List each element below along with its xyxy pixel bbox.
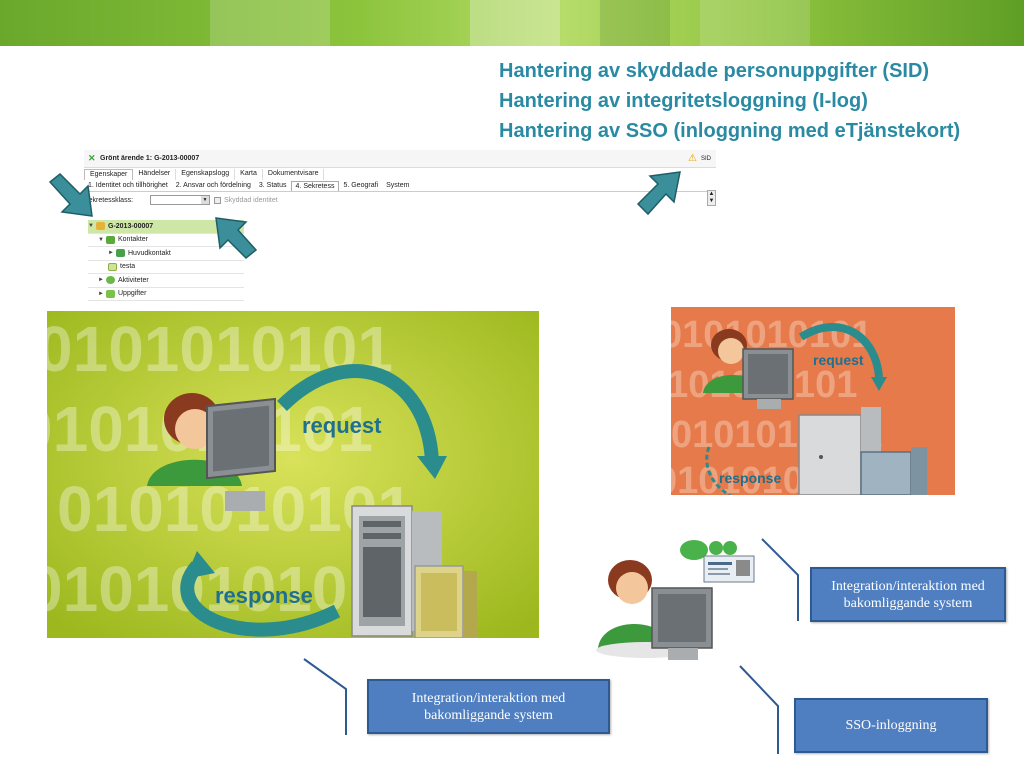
title-ilog: Hantering av integritetsloggning (I-log) bbox=[499, 90, 868, 112]
warning-icon: ⚠ bbox=[688, 153, 697, 164]
response-label: response bbox=[215, 583, 313, 608]
computer-icon bbox=[651, 587, 713, 660]
tree-item-kontakter[interactable]: ▼ Kontakter bbox=[88, 234, 244, 247]
response-arrowhead bbox=[185, 551, 215, 579]
expand-icon[interactable]: ► bbox=[98, 277, 104, 284]
tree-item-uppgifter[interactable]: ► Uppgifter bbox=[88, 288, 244, 301]
response-arrow bbox=[705, 446, 733, 495]
tree-item-label: Kontakter bbox=[118, 236, 148, 244]
expand-icon[interactable]: ► bbox=[108, 250, 114, 257]
tree-item-label: Uppgifter bbox=[118, 290, 147, 298]
contacts-icon bbox=[106, 235, 115, 244]
tree-item-label: Aktiviteter bbox=[118, 276, 149, 284]
diagram-large: 0101010101 0101010101 0101010101 0101010… bbox=[47, 311, 539, 638]
tab-dokumentvisare[interactable]: Dokumentvisare bbox=[263, 169, 325, 180]
callout-integration-right: Integration/interaktion med bakomliggand… bbox=[810, 567, 1006, 622]
tab-egenskapslogg[interactable]: Egenskapslogg bbox=[176, 169, 236, 180]
expand-icon[interactable]: ▼ bbox=[88, 223, 94, 230]
response-label: response bbox=[719, 470, 781, 486]
scroll-button[interactable]: ▲▼ bbox=[707, 190, 716, 206]
expand-icon[interactable]: ► bbox=[98, 290, 104, 297]
tab-karta[interactable]: Karta bbox=[235, 169, 263, 180]
window-title: Grönt ärende 1: G-2013-00007 bbox=[100, 155, 200, 162]
callout-text: SSO-inloggning bbox=[845, 717, 937, 733]
header-cube bbox=[600, 0, 670, 46]
case-icon bbox=[96, 222, 105, 231]
expand-icon[interactable]: ▼ bbox=[98, 236, 104, 243]
tab-identitet[interactable]: 1. Identitet och tillhörighet bbox=[88, 182, 168, 189]
tab-handelser[interactable]: Händelser bbox=[133, 169, 177, 180]
slide-titles: Hantering av skyddade personuppgifter (S… bbox=[499, 56, 960, 146]
request-label: request bbox=[813, 352, 864, 368]
request-arrow bbox=[798, 323, 883, 378]
tree-item-label: Huvudkontakt bbox=[128, 249, 171, 257]
sso-illustration bbox=[596, 540, 755, 660]
tree-item-label: testa bbox=[120, 263, 136, 271]
window-titlebar: ✕ Grönt ärende 1: G-2013-00007 ⚠ SID bbox=[84, 150, 716, 168]
callout-sso: SSO-inloggning bbox=[794, 698, 988, 753]
app-screenshot: ✕ Grönt ärende 1: G-2013-00007 ⚠ SID Ege… bbox=[84, 150, 716, 208]
tree-item-testa[interactable]: testa bbox=[88, 261, 244, 274]
tree-item-label: G-2013-00007 bbox=[108, 222, 154, 230]
tab-ansvar[interactable]: 2. Ansvar och fördelning bbox=[175, 182, 251, 189]
tree-item-aktiviteter[interactable]: ► Aktiviteter bbox=[88, 274, 244, 288]
callout-text: Integration/interaktion med bakomliggand… bbox=[831, 578, 985, 611]
tab-egenskaper[interactable]: Egenskaper bbox=[84, 169, 134, 180]
secondary-tabs: 1. Identitet och tillhörighet 2. Ansvar … bbox=[84, 181, 712, 192]
tab-geografi[interactable]: 5. Geografi bbox=[343, 182, 379, 189]
request-arrowhead bbox=[871, 377, 887, 391]
header-cube bbox=[470, 0, 560, 46]
request-label: request bbox=[302, 413, 382, 438]
pointer-arrow-icon bbox=[636, 171, 681, 216]
server-small-icon bbox=[414, 565, 477, 638]
connector-line bbox=[739, 665, 779, 754]
close-icon[interactable]: ✕ bbox=[88, 153, 96, 163]
tree-item-huvudkontakt[interactable]: ► Huvudkontakt bbox=[88, 247, 244, 261]
header-cube bbox=[700, 0, 810, 46]
server-small-icon bbox=[860, 447, 927, 495]
primary-tabs: Egenskaper Händelser Egenskapslogg Karta… bbox=[84, 169, 325, 180]
header-band bbox=[0, 0, 1024, 46]
sid-label: SID bbox=[701, 156, 712, 162]
tab-sekretess[interactable]: 4. Sekretess bbox=[290, 181, 340, 191]
tab-status[interactable]: 3. Status bbox=[258, 182, 287, 189]
task-checkbox-icon bbox=[106, 289, 115, 298]
request-arrowhead bbox=[417, 456, 447, 479]
id-card-icon bbox=[703, 555, 755, 583]
title-sid: Hantering av skyddade personuppgifter (S… bbox=[499, 60, 930, 82]
contact-card-icon bbox=[116, 249, 125, 258]
callout-text: Integration/interaktion med bakomliggand… bbox=[411, 690, 566, 723]
speech-bubble-icon bbox=[680, 540, 737, 560]
pointer-arrow-icon bbox=[48, 172, 93, 217]
connector-line bbox=[303, 658, 347, 735]
request-arrow bbox=[277, 364, 439, 462]
response-arrow bbox=[180, 561, 341, 637]
callout-integration-bottom: Integration/interaktion med bakomliggand… bbox=[367, 679, 610, 734]
folder-icon bbox=[108, 262, 117, 271]
title-sso: Hantering av SSO (inloggning med eTjänst… bbox=[499, 120, 961, 142]
computer-icon bbox=[206, 397, 276, 511]
activity-icon bbox=[106, 276, 115, 285]
header-cube bbox=[210, 0, 330, 46]
pointer-arrow-icon bbox=[215, 217, 258, 260]
case-tree: ▼ G-2013-00007 ▼ Kontakter ► Huvudkontak… bbox=[88, 220, 244, 301]
connector-line bbox=[761, 538, 799, 621]
skyddad-checkbox[interactable] bbox=[214, 196, 221, 204]
diagram-small: 0101010101 0101010101 0101010101 0101010… bbox=[671, 307, 955, 495]
tree-item-root[interactable]: ▼ G-2013-00007 bbox=[88, 220, 244, 234]
tab-system[interactable]: System bbox=[386, 182, 410, 189]
sekretess-label: Sekretessklass: bbox=[84, 196, 134, 204]
sekretess-select[interactable]: ▼ bbox=[150, 195, 210, 205]
chevron-down-icon[interactable]: ▼ bbox=[201, 196, 209, 204]
skyddad-checkbox-label: Skyddad identitet bbox=[224, 196, 278, 204]
computer-icon bbox=[742, 348, 794, 409]
sekretess-row: Sekretessklass: ▼ Skyddad identitet bbox=[84, 194, 278, 206]
